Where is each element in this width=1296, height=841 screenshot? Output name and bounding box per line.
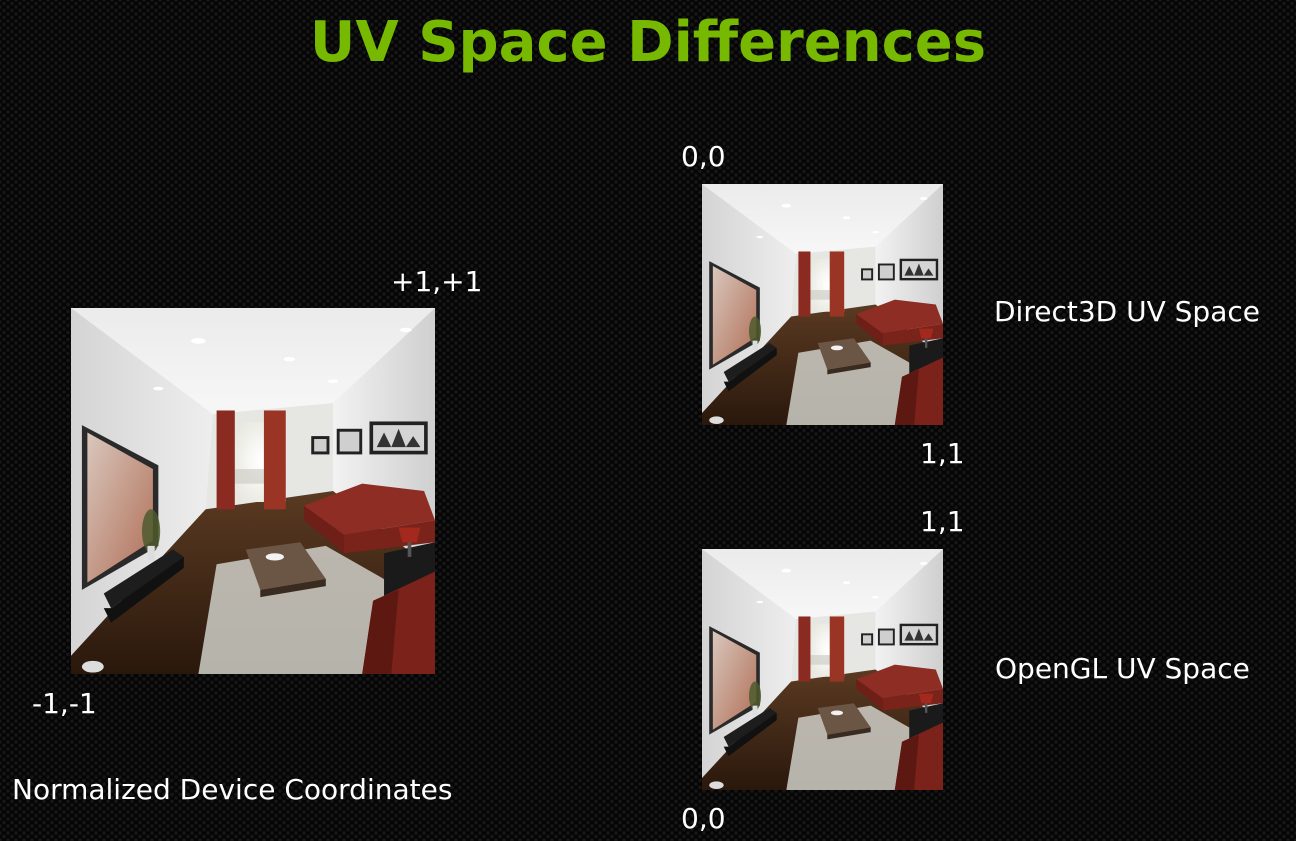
ndc-render-image bbox=[71, 308, 435, 674]
d3d-bottom-right-label: 1,1 bbox=[920, 437, 965, 470]
ndc-top-right-label: +1,+1 bbox=[391, 265, 483, 298]
living-room-render-icon bbox=[71, 308, 435, 674]
living-room-render-icon bbox=[702, 549, 943, 790]
slide-title: UV Space Differences bbox=[309, 10, 987, 75]
ogl-render-image bbox=[702, 549, 943, 790]
ndc-bottom-left-label: -1,-1 bbox=[32, 687, 97, 720]
ogl-caption: OpenGL UV Space bbox=[995, 652, 1250, 685]
d3d-caption: Direct3D UV Space bbox=[994, 295, 1260, 328]
d3d-top-left-label: 0,0 bbox=[681, 140, 726, 173]
ogl-top-right-label: 1,1 bbox=[920, 505, 965, 538]
ogl-bottom-left-label: 0,0 bbox=[681, 802, 726, 835]
ndc-caption: Normalized Device Coordinates bbox=[12, 773, 453, 806]
living-room-render-icon bbox=[702, 184, 943, 425]
d3d-render-image bbox=[702, 184, 943, 425]
